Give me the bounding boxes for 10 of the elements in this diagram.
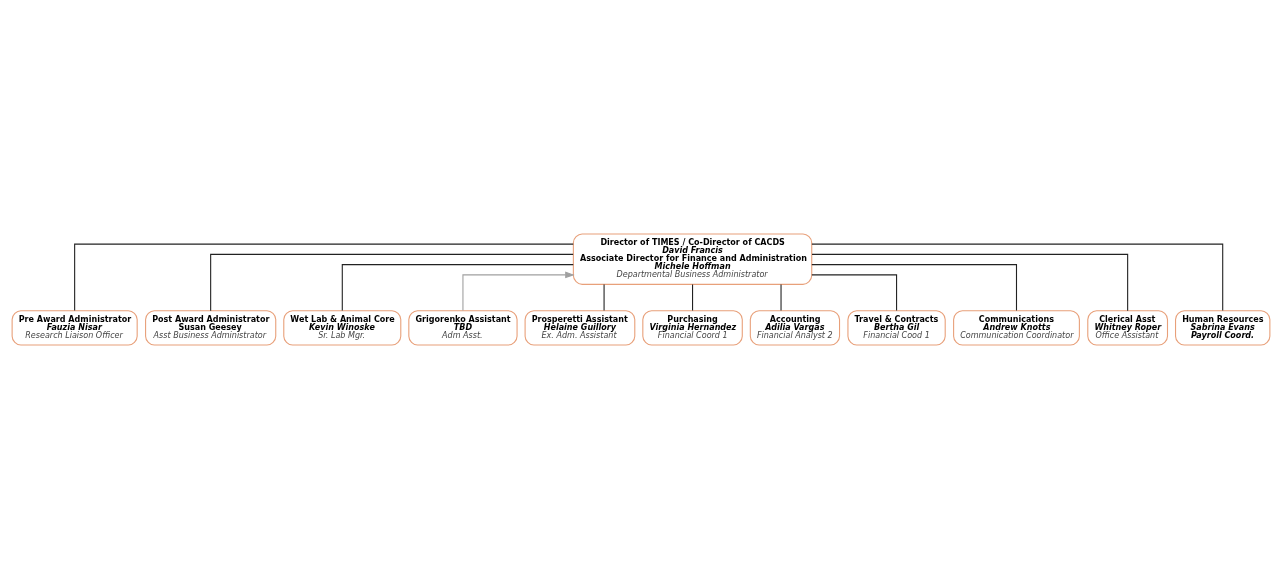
- arrow: [462, 271, 575, 312]
- connector: [692, 284, 694, 312]
- connector: [341, 264, 574, 312]
- connector: [210, 253, 574, 312]
- connector: [603, 284, 605, 312]
- connector: [811, 274, 898, 312]
- connector: [811, 253, 1129, 312]
- connector: [74, 243, 574, 312]
- connector: [811, 264, 1018, 312]
- connector: [811, 243, 1224, 312]
